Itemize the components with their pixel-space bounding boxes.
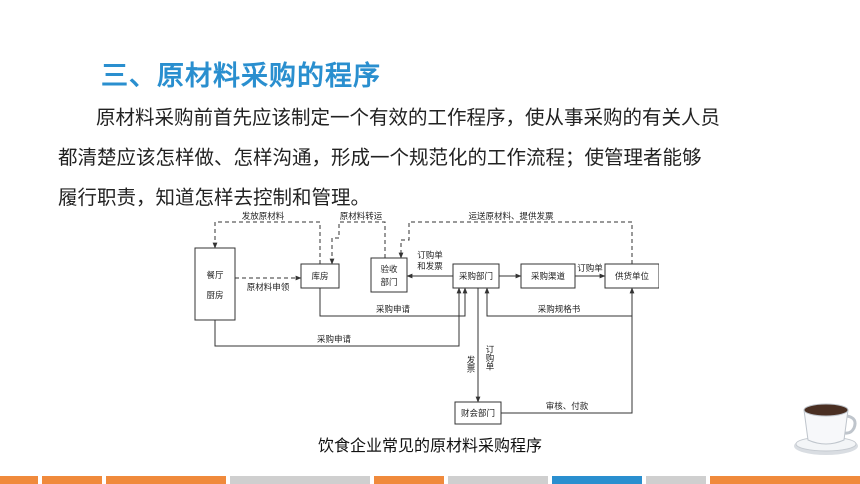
inspection-label-2: 部门 [380, 277, 397, 288]
kitchen-label-2: 厨房 [206, 290, 223, 301]
audit-pay-arrow [501, 287, 635, 414]
inspection-box [370, 257, 408, 293]
inspection-label-1: 验收 [380, 264, 398, 275]
coffee-cup-icon [790, 396, 860, 458]
bar-segment [42, 476, 102, 484]
bar-segment [106, 476, 226, 484]
issue-material-label: 发放原材料 [242, 211, 285, 222]
warehouse-label: 库房 [311, 271, 328, 282]
finance-label: 财会部门 [461, 408, 495, 419]
bottom-decoration-bar [0, 476, 860, 484]
order-invoice-label-1: 订购单 [417, 250, 443, 261]
diagram-caption: 饮食企业常见的原材料采购程序 [317, 436, 542, 455]
intro-paragraph: 原材料采购前首先应该制定一个有效的工作程序，使从事采购的有关人员 都清楚应该怎样… [58, 98, 798, 218]
bar-segment [230, 476, 370, 484]
purchase-request-2-arrow [214, 287, 462, 347]
order-vertical-label: 订购单 [484, 345, 494, 372]
bar-segment [552, 476, 642, 484]
order-form-label: 订购单 [577, 263, 603, 274]
issue-material-arrow [212, 221, 321, 264]
material-request-label: 原材料申领 [247, 282, 290, 293]
spec-sheet-label: 采购规格书 [538, 304, 581, 315]
bar-segment [448, 476, 548, 484]
paragraph-line-2: 都清楚应该怎样做、怎样沟通，形成一个规范化的工作流程；使管理者能够 [58, 146, 702, 169]
bar-segment [646, 476, 706, 484]
material-transfer-arrow [329, 221, 386, 265]
section-title: 三、原材料采购的程序 [101, 61, 381, 92]
deliver-invoice-arrow [398, 221, 633, 264]
invoice-vertical-label: 发票 [465, 355, 475, 373]
kitchen-label-1: 餐厅 [206, 271, 224, 281]
supplier-label: 供货单位 [615, 271, 650, 282]
purchasing-label: 采购部门 [459, 271, 493, 282]
material-transfer-label: 原材料转运 [340, 211, 383, 222]
purchase-request-2-label: 采购申请 [317, 334, 352, 345]
bar-segment [0, 476, 38, 484]
procurement-flow-diagram: 餐厅 厨房 库房 验收 部门 采购部门 采购渠道 供货单位 财会部门 发放原材料… [189, 208, 659, 434]
paragraph-line-3: 履行职责，知道怎样去控制和管理。 [58, 186, 371, 209]
deliver-invoice-label: 运送原材料、提供发票 [468, 211, 554, 222]
bar-segment [374, 476, 444, 484]
kitchen-box [194, 247, 236, 321]
channel-label: 采购渠道 [531, 271, 566, 282]
paragraph-line-1: 原材料采购前首先应该制定一个有效的工作程序，使从事采购的有关人员 [96, 106, 721, 129]
bar-segment [710, 476, 860, 484]
order-invoice-label-2: 和发票 [417, 261, 443, 272]
audit-pay-label: 审核、付款 [546, 401, 589, 412]
purchase-request-1-arrow [319, 287, 468, 317]
purchase-request-1-label: 采购申请 [376, 304, 411, 315]
